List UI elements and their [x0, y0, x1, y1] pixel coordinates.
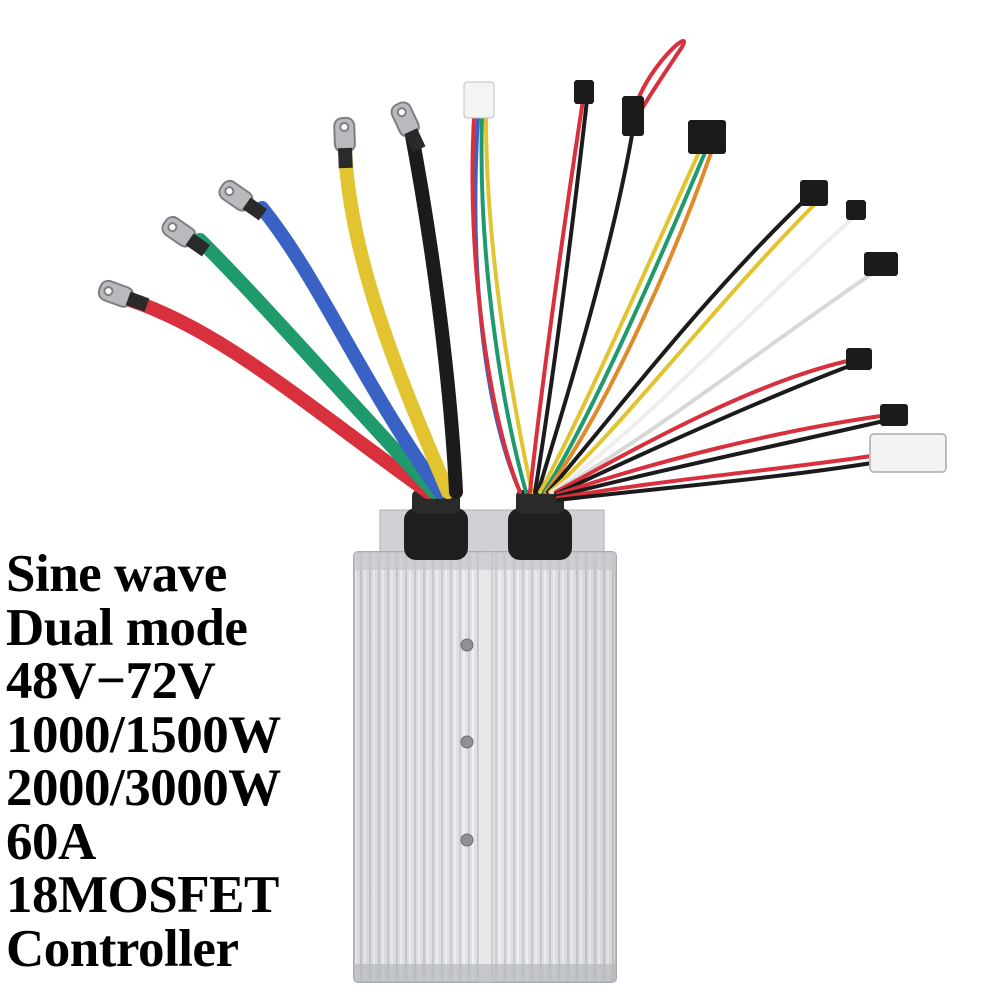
connector-icon [800, 180, 828, 206]
spec-line-voltage: 48V−72V [6, 652, 216, 710]
screw-icon [460, 833, 474, 847]
controller-housing [353, 509, 617, 983]
screw-icon [460, 638, 474, 652]
spec-text: Sine wave Dual mode 48V−72V 1000/1500W 2… [6, 545, 281, 978]
connector-icon [688, 120, 726, 154]
connector-icon [846, 348, 872, 370]
connector-icon [846, 200, 866, 220]
spec-line-mode: Dual mode [6, 598, 248, 657]
screw-icon [460, 735, 474, 749]
connectors [463, 80, 947, 473]
spec-line-waveform: Sine wave [6, 545, 227, 603]
spec-line-product-type: Controller [6, 919, 239, 978]
connector-icon [880, 404, 908, 426]
spec-line-current: 60A [6, 812, 96, 871]
connector-icon [864, 252, 898, 276]
power-wires [123, 118, 463, 499]
ring-terminal-icon [218, 179, 267, 221]
signal-wires [470, 39, 890, 502]
spec-line-power-2: 2000/3000W [6, 759, 281, 817]
connector-icon [869, 433, 947, 473]
ring-terminal-icon [333, 116, 356, 169]
spec-line-power-1: 1000/1500W [6, 705, 281, 764]
connector-icon [622, 96, 644, 136]
spec-line-mosfet: 18MOSFET [6, 866, 279, 924]
ring-terminal-icon [390, 101, 426, 153]
cable-gland-right [508, 490, 572, 560]
ring-terminal-icon [97, 279, 150, 312]
ring-terminals [97, 101, 426, 312]
connector-icon [574, 80, 594, 104]
connector-icon [463, 81, 495, 119]
cable-gland-left [404, 490, 468, 560]
ring-terminal-icon [161, 215, 210, 257]
